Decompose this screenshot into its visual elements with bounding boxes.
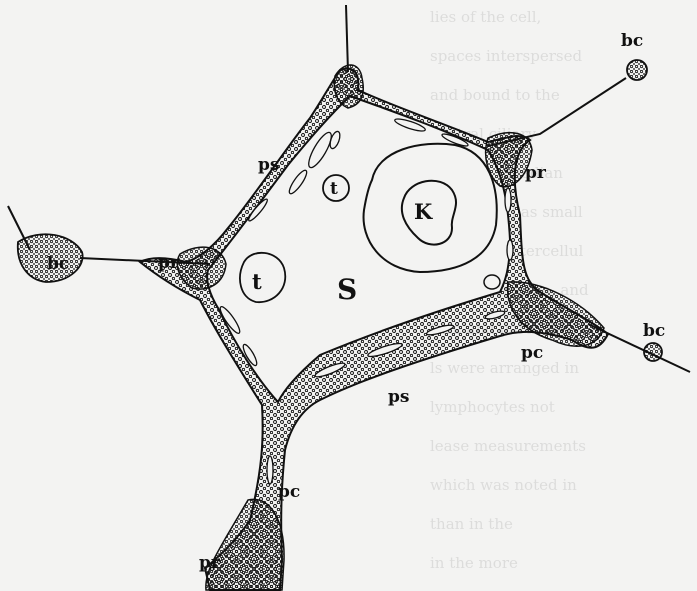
root-bottom [206, 499, 284, 590]
label-bc-left: bc [47, 254, 69, 274]
label-ps-top: ps [258, 155, 279, 175]
bc-topright [627, 60, 647, 80]
background-text-line: and bound to the [430, 86, 560, 104]
background-text-line: than in the [430, 515, 513, 533]
label-pr-bottom: pr [199, 553, 221, 573]
fiber-top [346, 5, 348, 72]
background-text-line: ls were arranged in [430, 359, 579, 377]
label-ps-bottom: ps [388, 387, 409, 407]
label-bc-topright: bc [621, 31, 643, 51]
background-text-line: in the more [430, 554, 518, 572]
background-text-line: spaces interspersed [430, 47, 582, 65]
label-pc-right: pc [521, 343, 543, 363]
label-S: S [337, 273, 357, 306]
t-body-left [240, 253, 285, 302]
vacuole-right [484, 275, 500, 289]
label-pr-right: pr [525, 163, 547, 183]
label-t-top: t [330, 179, 338, 199]
label-K: K [414, 199, 433, 224]
label-bc-right: bc [643, 321, 665, 341]
background-text-line: lease measurements [430, 437, 586, 455]
label-pc-bottom: pc [278, 482, 300, 502]
bc-right [644, 343, 662, 361]
background-text-line: lies of the cell, [430, 8, 541, 26]
label-pr-left: pr [158, 253, 180, 273]
background-text-line: lymphocytes not [430, 398, 555, 416]
label-t-left: t [252, 269, 262, 294]
background-text-line: which was noted in [430, 476, 577, 494]
